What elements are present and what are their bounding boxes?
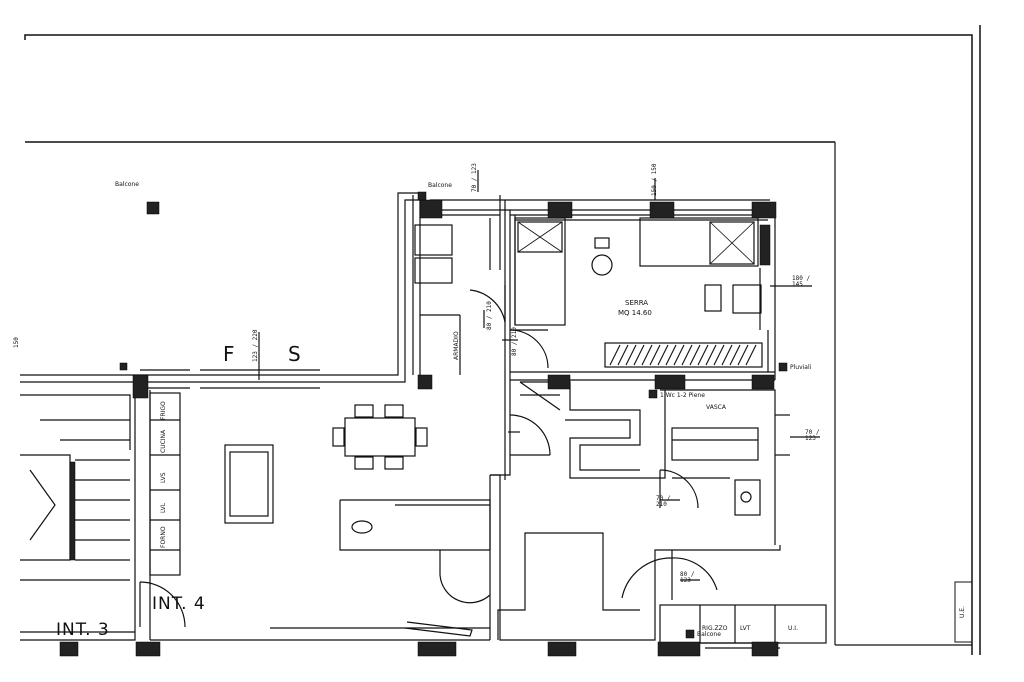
balcone-label-bottom: Balcone: [697, 631, 721, 638]
pluviali-label: Pluviali: [790, 364, 812, 371]
pillar: [69, 461, 76, 561]
ue-label: U.E.: [959, 606, 966, 618]
pillar: [417, 374, 433, 390]
int3-label: INT. 3: [56, 620, 110, 640]
dim-door-2: 80 / 210: [511, 327, 518, 356]
dim-top-2: 150 / 150: [651, 163, 658, 196]
serra-label: SERRA: [625, 299, 649, 307]
pillar: [751, 641, 779, 657]
pillar: [751, 374, 775, 390]
pillar: [654, 374, 686, 390]
dim-left: 150: [13, 337, 20, 348]
cabinet-frigo: FRIGO: [160, 401, 167, 420]
pillar: [59, 641, 79, 657]
pillar: [547, 374, 571, 390]
vasca-label: VASCA: [706, 404, 726, 411]
pillar: [417, 641, 457, 657]
pillar: [649, 201, 675, 219]
pillar: [547, 201, 573, 219]
pillar: [417, 191, 427, 201]
cabinet-lvl: LVL: [160, 502, 167, 513]
pillar: [132, 374, 149, 399]
pillar: [419, 199, 443, 219]
fs-label-f: F: [223, 342, 241, 366]
pillar: [648, 389, 658, 399]
cabinet-cucina: CUCINA: [160, 429, 167, 453]
pillar: [685, 629, 695, 639]
bottom-ui-label: U.I.: [788, 625, 798, 632]
balcone-label-left: Balcone: [115, 181, 139, 188]
bottom-rig-label: RIG.ZZO: [702, 625, 728, 632]
pillar: [778, 362, 788, 372]
pillar: [657, 641, 701, 657]
dim-door-4: 80 / 123: [680, 571, 695, 584]
outer-frame: [24, 34, 973, 655]
cabinet-forno: FORNO: [160, 526, 167, 548]
dim-door-3: 70 / 210: [656, 495, 671, 508]
pillar: [547, 641, 577, 657]
vasca-note-label: 1 Wc 1-2 Piene: [660, 392, 705, 399]
pillar: [751, 201, 777, 219]
armadio-label: ARMADIO: [453, 331, 460, 360]
pillar: [759, 224, 771, 266]
pillar: [135, 641, 161, 657]
pillar: [146, 201, 160, 215]
dim-fs: 123 / 220: [252, 329, 259, 362]
fs-label-s: S: [288, 342, 307, 366]
bottom-lvt-label: LVT: [740, 625, 751, 632]
dim-right-1: 180 / 145: [792, 275, 811, 288]
dim-right-2: 70 / 123: [805, 429, 820, 442]
int4-label: INT. 4: [152, 594, 206, 614]
serra-area-label: MQ 14.60: [618, 309, 652, 317]
cabinet-lvs: LVS: [160, 472, 167, 483]
balcone-label-top: Balcone: [428, 182, 452, 189]
dim-door-1: 80 / 210: [486, 301, 493, 330]
pillar: [119, 362, 128, 371]
wardrobe-hatch: [609, 344, 757, 366]
dim-top-1: 70 / 123: [471, 163, 478, 192]
